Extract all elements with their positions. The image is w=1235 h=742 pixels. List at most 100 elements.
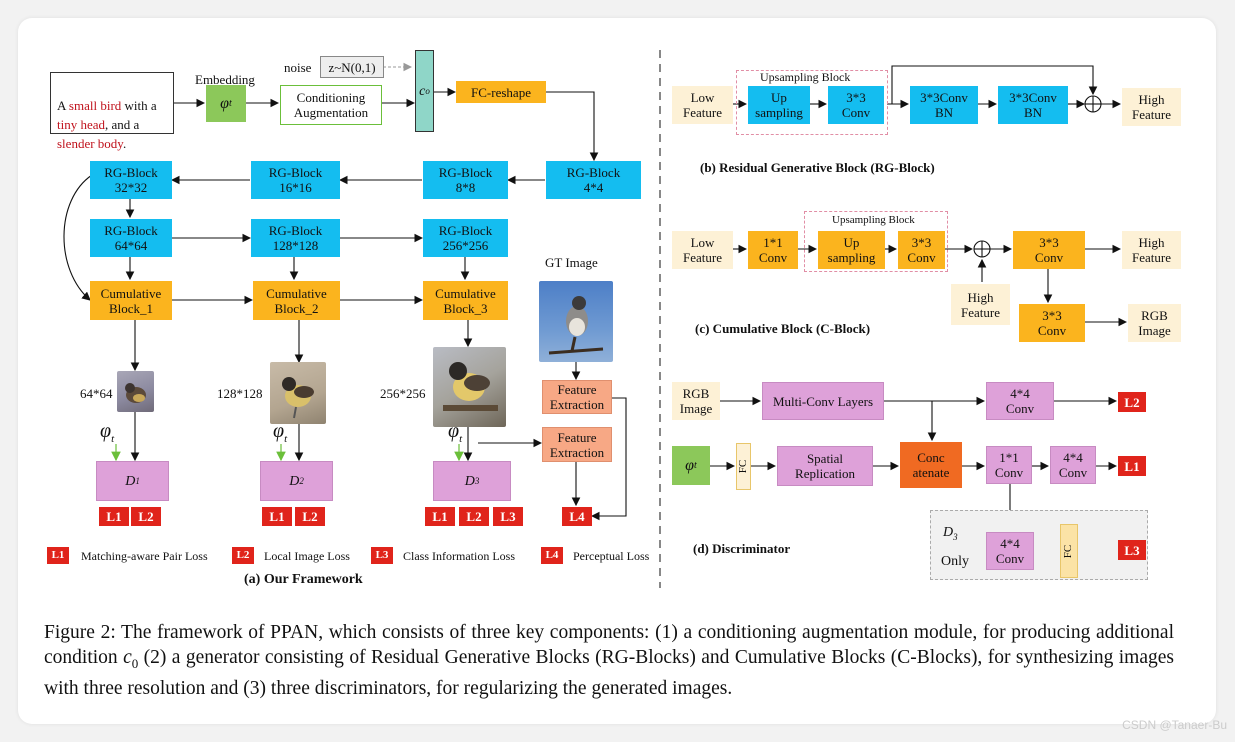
discriminator-subtitle: (d) Discriminator: [693, 541, 791, 556]
loss-l1-d2: L1: [262, 507, 292, 526]
desc-highlight-small-bird: small bird: [68, 98, 122, 113]
generated-image-256: [433, 347, 506, 427]
d-subscript: 2: [299, 475, 304, 486]
loss-l2-d3: L2: [459, 507, 489, 526]
upsampling-block-frame-c: [804, 211, 948, 272]
phi-t-label-2: φt: [273, 421, 288, 447]
rg-block-subtitle: (b) Residual Generative Block (RG-Block): [700, 160, 935, 175]
loss-l4: L4: [562, 507, 592, 526]
c0-symbol: c: [419, 83, 426, 99]
d3-only-label: D3: [943, 525, 958, 545]
d-symbol: D: [464, 473, 475, 489]
embedding-label: Embedding: [195, 72, 255, 87]
desc-text-1: A: [57, 98, 69, 113]
fc-label: FC: [737, 459, 749, 474]
phi-t-label-3: φt: [448, 421, 463, 447]
caption-c0-symbol: c: [123, 647, 132, 668]
conv3x3-box-c-2: 3*3 Conv: [1013, 231, 1085, 269]
rg-block-256: RG-Block 256*256: [423, 219, 508, 257]
desc-text-3: , and a: [105, 117, 140, 132]
phi-symbol: φ: [448, 420, 460, 442]
resolution-64-label: 64*64: [80, 386, 113, 401]
feature-extraction-box-2: Feature Extraction: [542, 427, 612, 462]
legend-l2-text: Local Image Loss: [264, 549, 350, 563]
only-label: Only: [941, 554, 969, 569]
phi-subscript: t: [284, 433, 288, 445]
conditioning-augmentation-box: Conditioning Augmentation: [280, 85, 382, 125]
concatenate-box: Conc atenate: [900, 442, 962, 488]
legend-l2-swatch: L2: [232, 547, 254, 564]
rg-block-8: RG-Block 8*8: [423, 161, 508, 199]
high-feature-box-b: High Feature: [1122, 88, 1181, 126]
rgb-image-box-c: RGB Image: [1128, 304, 1181, 342]
conv3x3-box-b: 3*3 Conv: [828, 86, 884, 124]
loss-l2-d1: L2: [131, 507, 161, 526]
fc-box-d-1: FC: [736, 443, 751, 490]
conv3x3-box-c-1: 3*3 Conv: [898, 231, 945, 269]
phi-t-label-1: φt: [100, 421, 115, 447]
generated-image-128: [270, 362, 326, 424]
d-subscript: 3: [474, 475, 480, 486]
legend-l1-swatch: L1: [47, 547, 69, 564]
phi-subscript: t: [111, 433, 115, 445]
resolution-256-label: 256*256: [380, 386, 426, 401]
conv-bn-box-b-1: 3*3Conv BN: [910, 86, 978, 124]
multi-conv-layers-box: Multi-Conv Layers: [762, 382, 884, 420]
d-subscript: 3: [953, 531, 958, 542]
cumulative-block-1: Cumulative Block_1: [90, 281, 172, 320]
phi-subscript: t: [229, 98, 232, 109]
desc-text-2: with a: [121, 98, 157, 113]
loss-l2-d2: L2: [295, 507, 325, 526]
d-symbol: D: [125, 473, 136, 489]
upsampling-box-c: Up sampling: [818, 231, 885, 269]
loss-l1-d-out: L1: [1118, 456, 1146, 476]
phi-symbol: φ: [273, 420, 285, 442]
watermark: CSDN @Tanaer-Bu: [1122, 718, 1227, 732]
loss-l3-d-out: L3: [1118, 540, 1146, 560]
c0-subscript: o: [425, 85, 430, 96]
spatial-replication-box: Spatial Replication: [777, 446, 873, 486]
upsampling-box-b: Up sampling: [748, 86, 810, 124]
phi-subscript: t: [459, 433, 463, 445]
phi-symbol: φ: [100, 420, 112, 442]
noise-label: noise: [284, 60, 312, 75]
conv1x1-box-d: 1*1 Conv: [986, 446, 1032, 484]
legend-l4-swatch: L4: [541, 547, 563, 564]
rg-block-128: RG-Block 128*128: [251, 219, 340, 257]
low-feature-box-c: Low Feature: [672, 231, 733, 269]
rgb-image-box-d: RGB Image: [672, 382, 720, 420]
phi-symbol: φ: [220, 95, 230, 112]
noise-z-box: z~N(0,1): [320, 56, 384, 78]
phi-symbol: φ: [685, 457, 695, 474]
loss-l2-d-out: L2: [1118, 392, 1146, 412]
c-block-subtitle: (c) Cumulative Block (C-Block): [695, 321, 871, 336]
generated-image-64: [117, 371, 154, 412]
d-subscript: 1: [135, 475, 140, 486]
loss-l3-d3: L3: [493, 507, 523, 526]
rg-block-64: RG-Block 64*64: [90, 219, 172, 257]
caption-c0-subscript: 0: [131, 655, 139, 671]
conv1x1-box-c: 1*1 Conv: [748, 231, 798, 269]
low-feature-box-b: Low Feature: [672, 86, 733, 124]
resolution-128-label: 128*128: [217, 386, 263, 401]
d-symbol: D: [289, 473, 300, 489]
legend-l3-text: Class Information Loss: [403, 549, 515, 563]
conv4x4-box-d-1: 4*4 Conv: [986, 382, 1054, 420]
conv-bn-box-b-2: 3*3Conv BN: [998, 86, 1068, 124]
framework-subtitle: (a) Our Framework: [244, 572, 363, 587]
caption-part-1: Figure 2: The framework of PPAN, which c…: [44, 622, 1174, 668]
d-symbol: D: [943, 525, 954, 540]
desc-highlight-slender-body: slender body: [57, 136, 123, 151]
figure-card: [18, 18, 1216, 724]
legend-l1-text: Matching-aware Pair Loss: [81, 549, 208, 563]
feature-extraction-box-1: Feature Extraction: [542, 380, 612, 414]
rg-block-32: RG-Block 32*32: [90, 161, 172, 199]
upsampling-block-frame-b: [736, 70, 888, 135]
cumulative-block-2: Cumulative Block_2: [253, 281, 340, 320]
